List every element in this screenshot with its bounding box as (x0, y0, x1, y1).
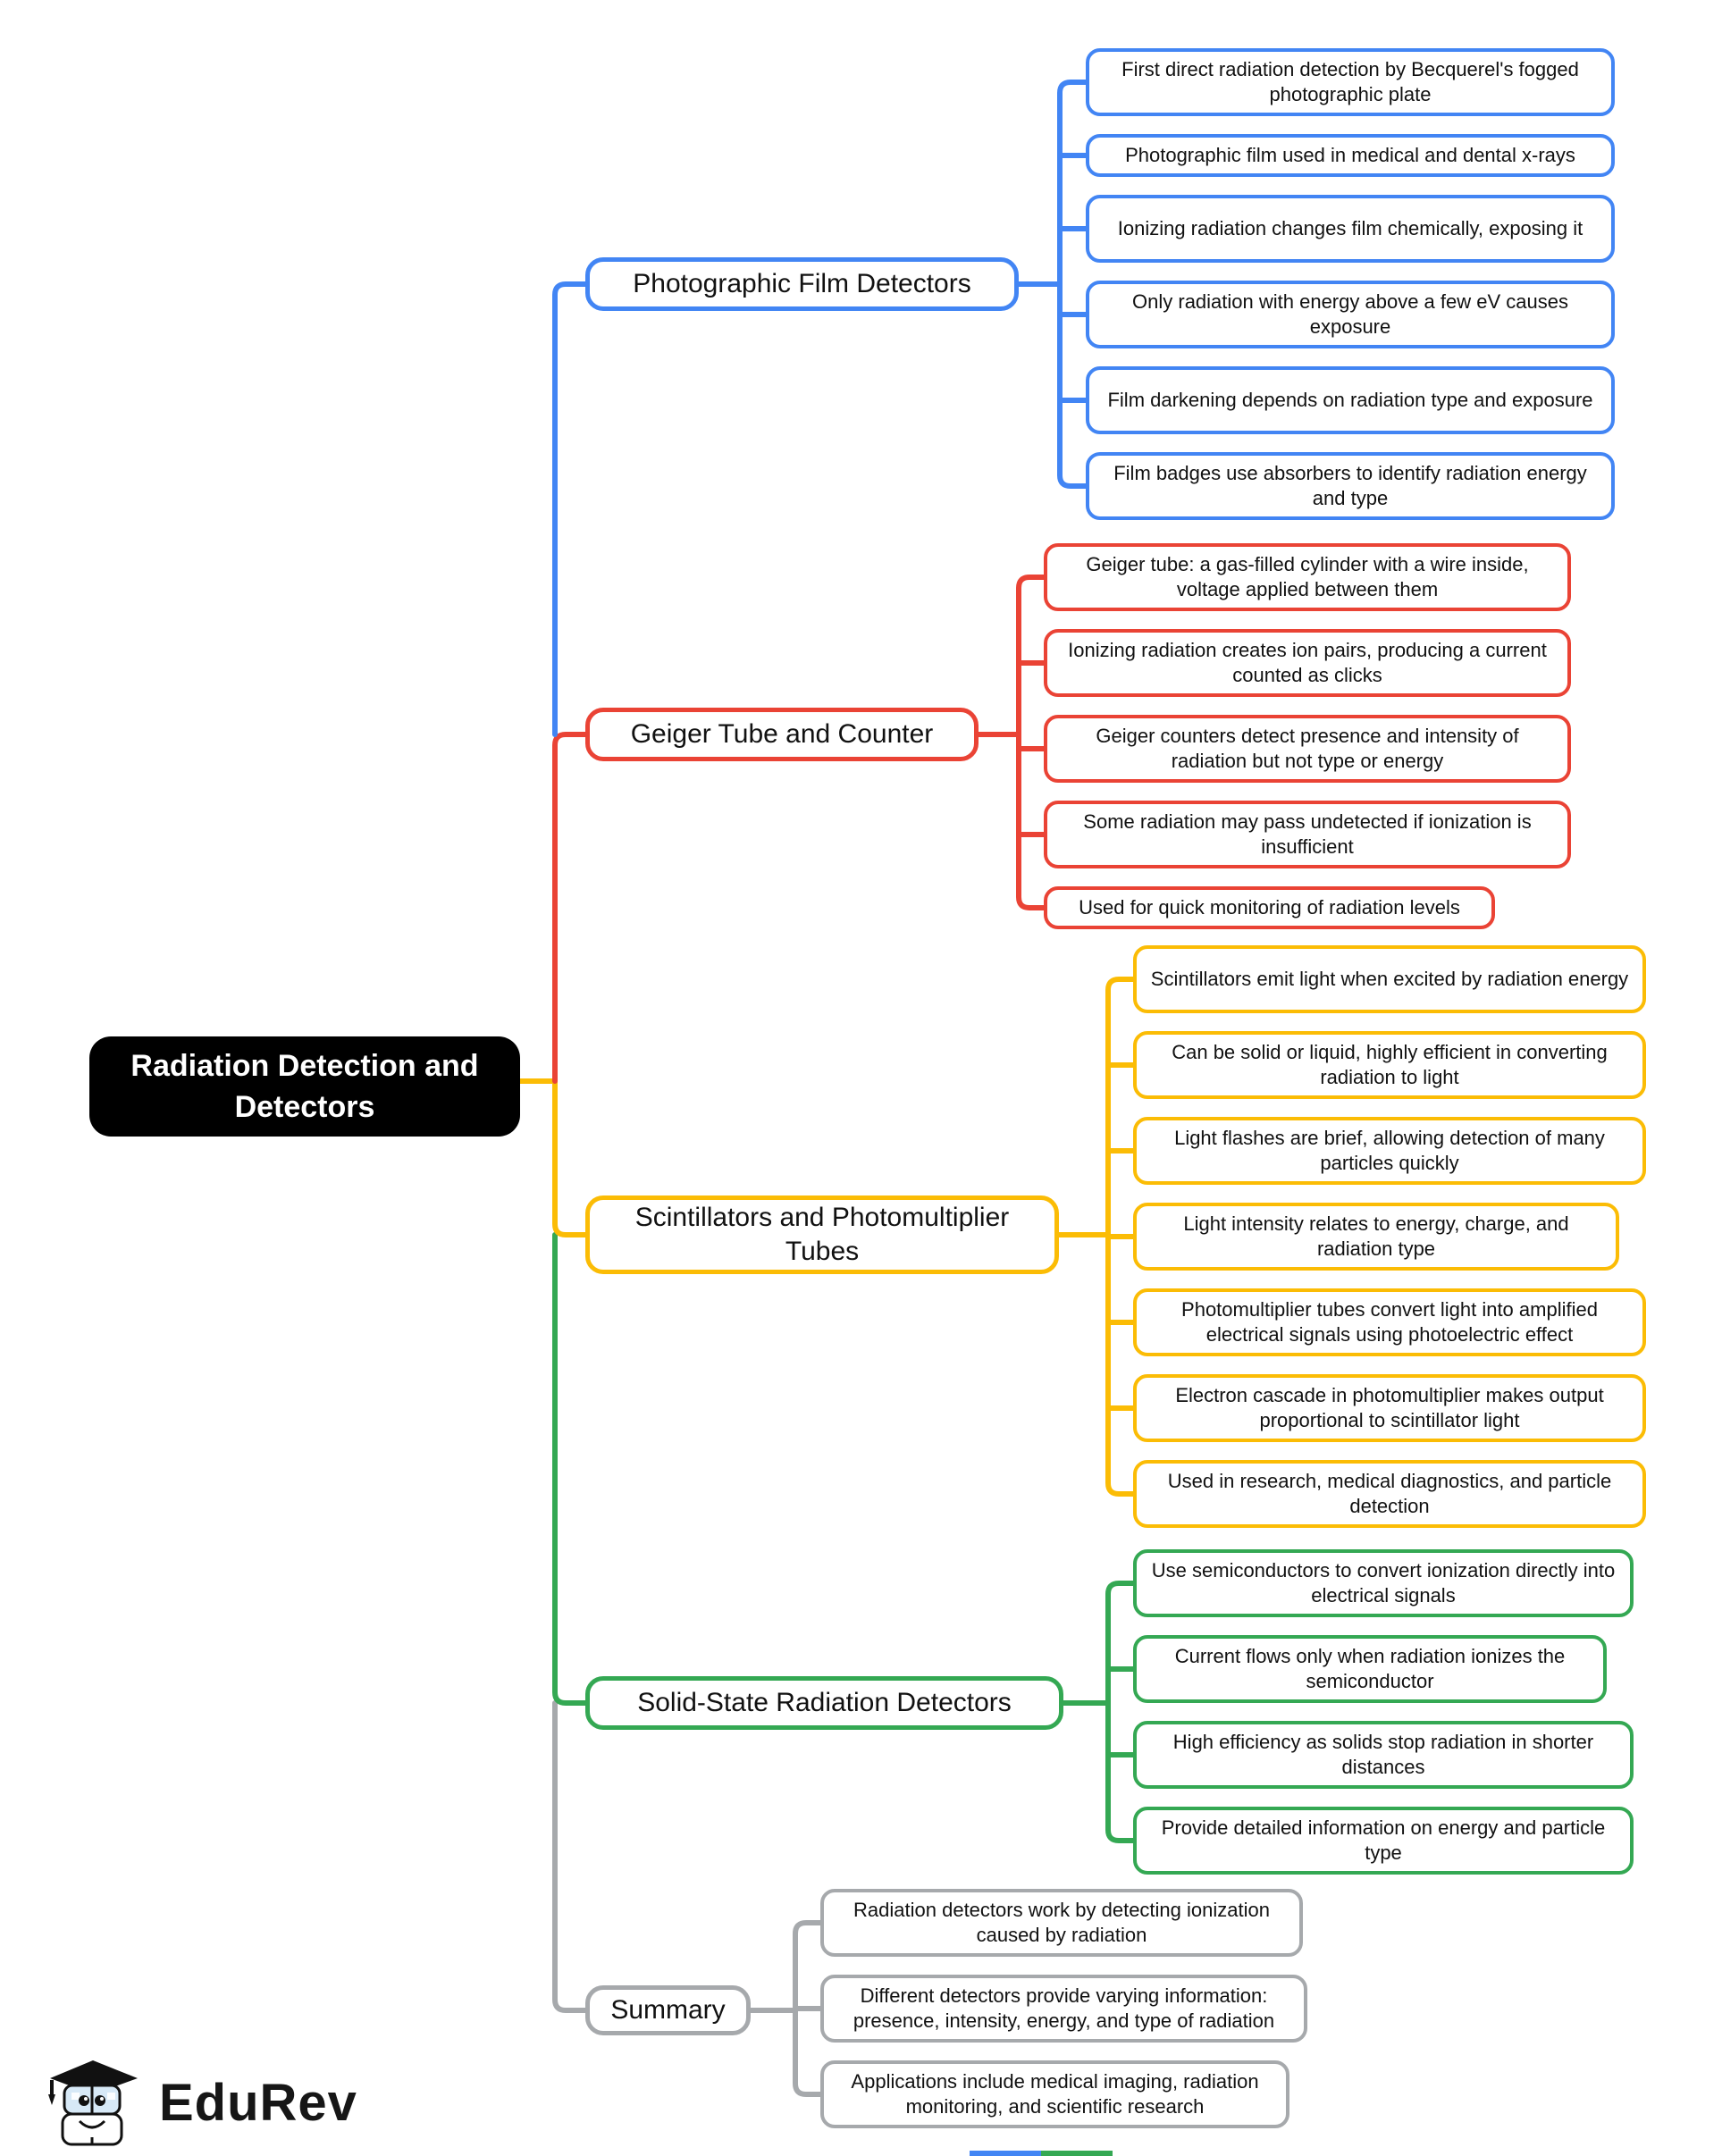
leaf-node: Different detectors provide varying info… (820, 1975, 1307, 2043)
leaf-node: Ionizing radiation creates ion pairs, pr… (1044, 629, 1571, 697)
edurev-logo-text: EduRev (159, 2073, 357, 2132)
root-node: Radiation Detection and Detectors (89, 1036, 520, 1137)
leaf-node: Light flashes are brief, allowing detect… (1133, 1117, 1646, 1185)
leaf-node: Applications include medical imaging, ra… (820, 2060, 1289, 2128)
leaf-node: Used for quick monitoring of radiation l… (1044, 886, 1495, 929)
connector-scintillators (517, 977, 1136, 1497)
leaf-node: Radiation detectors work by detecting io… (820, 1889, 1303, 1957)
connector-summary (552, 1700, 823, 2097)
footer-accent-left (970, 2151, 1041, 2156)
footer-accent-bar (970, 2151, 1113, 2156)
leaf-node: Only radiation with energy above a few e… (1086, 281, 1615, 348)
leaf-node: Current flows only when radiation ionize… (1133, 1635, 1607, 1703)
leaf-node: Scintillators emit light when excited by… (1133, 945, 1646, 1013)
leaf-node: Photographic film used in medical and de… (1086, 134, 1615, 177)
branch-summary: Summary (585, 1985, 751, 2035)
branch-scintillators-and-photomultiplier-tubes: Scintillators and Photomultiplier Tubes (585, 1195, 1059, 1274)
leaf-node: Film badges use absorbers to identify ra… (1086, 452, 1615, 520)
leaf-node: Geiger counters detect presence and inte… (1044, 715, 1571, 783)
leaf-node: Ionizing radiation changes film chemical… (1086, 195, 1615, 263)
edurev-logo[interactable]: EduRev (39, 2057, 357, 2148)
edurev-mascot-icon (48, 2060, 138, 2146)
leaf-node: High efficiency as solids stop radiation… (1133, 1721, 1634, 1789)
leaf-node: Used in research, medical diagnostics, a… (1133, 1460, 1646, 1528)
connector-solid-state (552, 1232, 1136, 1843)
branch-solid-state-radiation-detectors: Solid-State Radiation Detectors (585, 1676, 1063, 1730)
leaf-node: Geiger tube: a gas-filled cylinder with … (1044, 543, 1571, 611)
connector-geiger (552, 575, 1046, 1084)
leaf-node: Film darkening depends on radiation type… (1086, 366, 1615, 434)
leaf-node: Photomultiplier tubes convert light into… (1133, 1288, 1646, 1356)
leaf-node: Can be solid or liquid, highly efficient… (1133, 1031, 1646, 1099)
leaf-node: Use semiconductors to convert ionization… (1133, 1549, 1634, 1617)
connector-photographic (552, 80, 1088, 737)
leaf-node: Light intensity relates to energy, charg… (1133, 1203, 1619, 1271)
leaf-node: Some radiation may pass undetected if io… (1044, 801, 1571, 868)
leaf-node: Electron cascade in photomultiplier make… (1133, 1374, 1646, 1442)
branch-photographic-film-detectors: Photographic Film Detectors (585, 257, 1019, 311)
leaf-node: Provide detailed information on energy a… (1133, 1807, 1634, 1875)
leaf-node: First direct radiation detection by Becq… (1086, 48, 1615, 116)
branch-geiger-tube-and-counter: Geiger Tube and Counter (585, 708, 979, 761)
footer-accent-right (1041, 2151, 1113, 2156)
